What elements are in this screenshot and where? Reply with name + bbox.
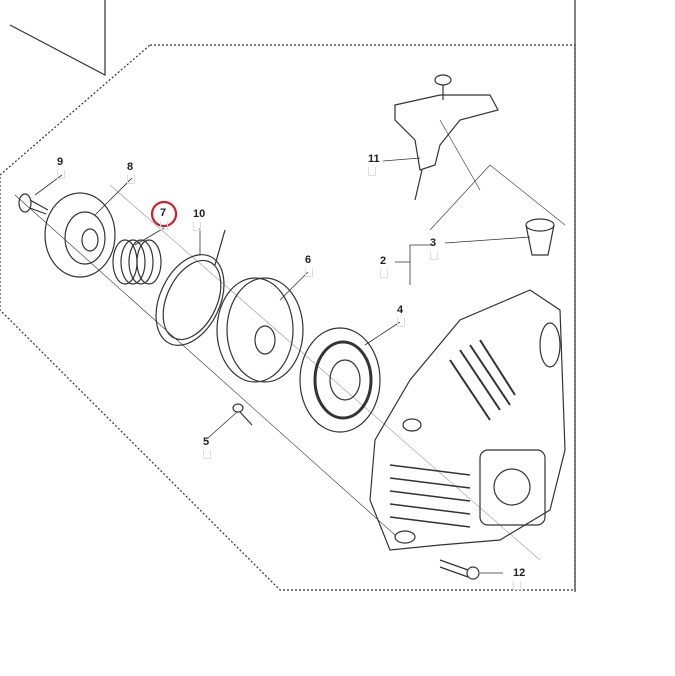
part-9-screw: [18, 193, 49, 215]
part-8-housing: [44, 192, 116, 278]
frame-corner: [9, 0, 106, 76]
part-label-12[interactable]: 12: [513, 567, 526, 590]
part-label-4[interactable]: 4: [397, 304, 406, 327]
part-11-handle: [394, 74, 499, 201]
part-6-pulley: [216, 277, 304, 383]
leader-lines: [14, 119, 566, 574]
part-label-8[interactable]: 8: [127, 161, 136, 184]
part-4-cassette: [299, 327, 381, 433]
part-10-rope: [155, 229, 226, 346]
part-label-11[interactable]: 11: [368, 153, 380, 176]
dashed-boundary: [0, 44, 576, 591]
part-5-screw: [232, 403, 253, 426]
highlight-circle: [150, 200, 178, 228]
part-label-5[interactable]: 5: [203, 436, 212, 459]
part-12-screw: [439, 559, 480, 580]
part-label-10[interactable]: 10: [193, 208, 206, 231]
part-label-6[interactable]: 6: [305, 254, 314, 277]
part-label-9[interactable]: 9: [57, 156, 66, 179]
part-label-7[interactable]: 7: [160, 207, 169, 230]
part-label-3[interactable]: 3: [430, 237, 439, 260]
part-label-2[interactable]: 2: [380, 255, 389, 278]
part-2-cover: [369, 289, 566, 551]
part-3-insert: [525, 218, 555, 256]
part-7-spring: [112, 239, 162, 285]
